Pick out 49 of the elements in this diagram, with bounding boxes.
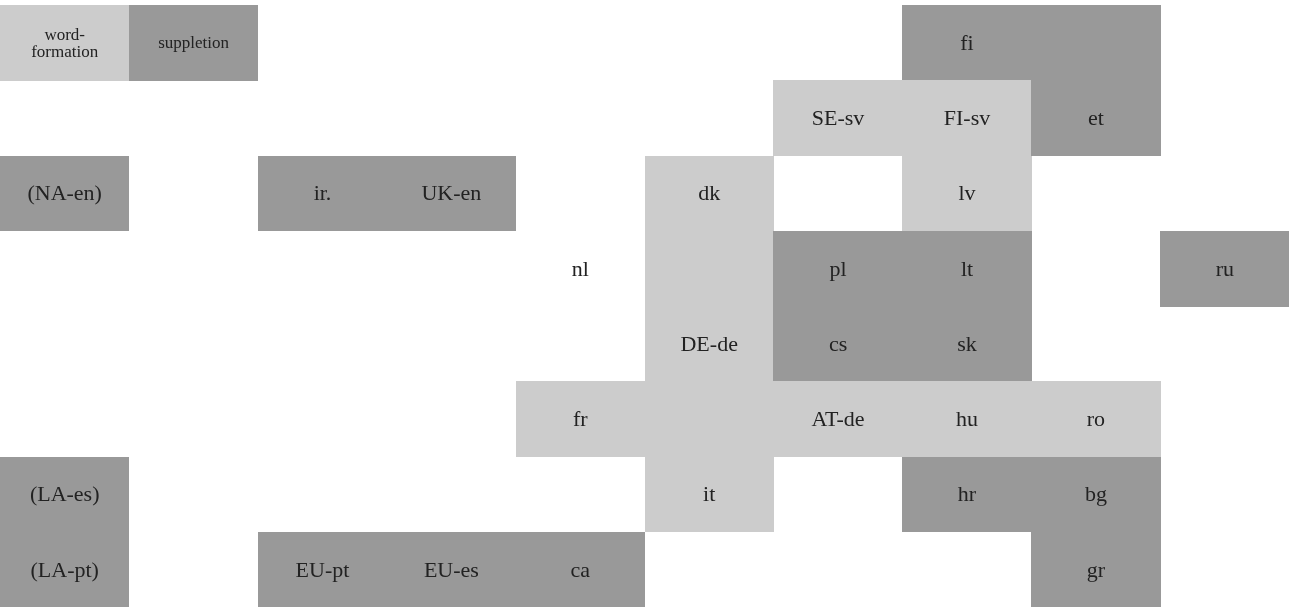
country-cell — [902, 155, 1032, 232]
language-code: ir. — [313, 180, 332, 207]
language-code: et — [1087, 105, 1104, 132]
language-code: gr — [1086, 556, 1106, 583]
language-code: AT-de — [811, 406, 865, 433]
language-code: hu — [956, 406, 978, 433]
country-cell — [257, 155, 388, 232]
country-cell — [1160, 230, 1289, 307]
language-code: ru — [1215, 255, 1234, 282]
language-code: lt — [960, 255, 974, 282]
country-cell — [644, 456, 774, 533]
language-code: nl — [571, 255, 589, 282]
country-cell — [1031, 531, 1161, 607]
country-cell — [0, 155, 130, 232]
country-cell — [902, 5, 1032, 81]
country-cell — [386, 155, 517, 232]
legend-label: word-formation — [30, 25, 100, 60]
language-code: FI-sv — [943, 105, 991, 132]
language-code: (LA-es) — [29, 481, 100, 508]
language-code: (LA-pt) — [30, 556, 99, 583]
language-code: pl — [829, 255, 847, 282]
language-code: fr — [572, 406, 588, 433]
language-code: it — [703, 481, 716, 508]
country-cell — [257, 531, 388, 607]
country-cell — [515, 381, 645, 457]
language-code: UK-en — [421, 180, 482, 207]
country-cell — [1031, 80, 1161, 156]
language-code: lv — [958, 180, 976, 207]
country-cell — [773, 80, 903, 156]
country-cell — [515, 531, 645, 607]
language-code: DE-de — [680, 330, 738, 357]
language-code: hr — [957, 481, 977, 508]
language-code: bg — [1084, 481, 1107, 508]
country-cell — [902, 456, 1032, 533]
language-code: EU-pt — [295, 556, 350, 583]
language-code: (NA-en) — [27, 180, 102, 207]
legend-label: suppletion — [158, 34, 229, 52]
language-code: SE-sv — [811, 105, 865, 132]
language-code: dk — [698, 180, 721, 207]
language-code: ro — [1086, 406, 1106, 433]
language-code: sk — [957, 330, 977, 357]
language-code: ca — [570, 556, 591, 583]
language-code: fi — [960, 29, 974, 56]
country-cell — [0, 531, 130, 607]
language-code: EU-es — [423, 556, 479, 583]
country-cell — [644, 155, 774, 232]
country-cell — [0, 456, 130, 533]
country-cell — [1031, 381, 1161, 457]
language-code: cs — [828, 330, 848, 357]
